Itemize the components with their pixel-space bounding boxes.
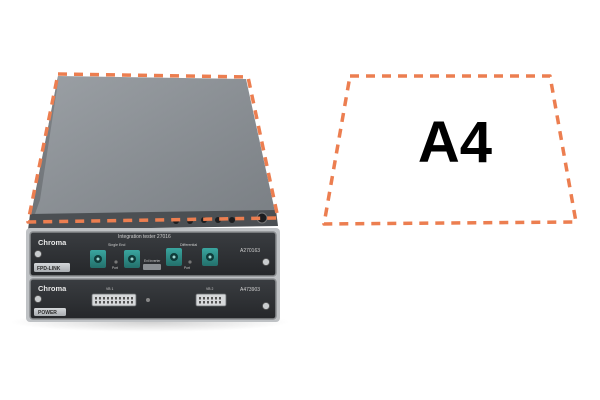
upper-module-part-number: A270163 (240, 248, 260, 254)
label-port-right: Port (184, 266, 190, 270)
fakra-connector-icon (124, 250, 140, 268)
chassis-top-surface (30, 76, 276, 220)
thumbscrew-icon (34, 250, 42, 258)
label-differential: Differential (180, 243, 197, 247)
lower-module-tab (34, 308, 66, 316)
chassis-front-lip (28, 210, 278, 230)
label-center: Ext Inverter (144, 259, 161, 263)
lower-module-tab-label: POWER (38, 310, 57, 316)
multi-pin-connector-icon (91, 293, 137, 307)
thumbscrew-icon (262, 258, 270, 266)
fakra-connector-icon (90, 250, 106, 268)
fakra-connector-icon (166, 248, 182, 266)
label-connector-left: VB 1 (106, 287, 113, 291)
thumbscrew-icon (262, 302, 270, 310)
label-port-left: Port (112, 266, 118, 270)
upper-module: Chroma Integration tester 27016 A270163 … (29, 231, 277, 277)
upper-module-tab (34, 263, 70, 272)
lower-module-part-number: A473903 (240, 287, 260, 293)
fakra-connector-icon (202, 248, 218, 266)
model-title: Integration tester 27016 (118, 234, 171, 240)
upper-module-tab-label: FPD-LINK (37, 266, 61, 272)
upper-module-brand: Chroma (38, 238, 67, 247)
multi-pin-connector-icon (195, 293, 227, 307)
label-single-end: Single End (108, 243, 125, 247)
screw-icon (146, 298, 150, 302)
led-indicator-icon (114, 260, 118, 264)
lower-module-brand: Chroma (38, 284, 67, 293)
a4-label: A4 (417, 110, 493, 175)
lower-module: Chroma A473903 POWER VB 1 VB 2 (29, 278, 277, 320)
led-indicator-icon (188, 260, 192, 264)
thumbscrew-icon (34, 295, 42, 303)
label-connector-right: VB 2 (206, 287, 213, 291)
a4-paper-outline (322, 74, 578, 226)
integration-tester-device: Chroma Integration tester 27016 A270163 … (26, 72, 280, 322)
center-port-icon (143, 264, 161, 270)
